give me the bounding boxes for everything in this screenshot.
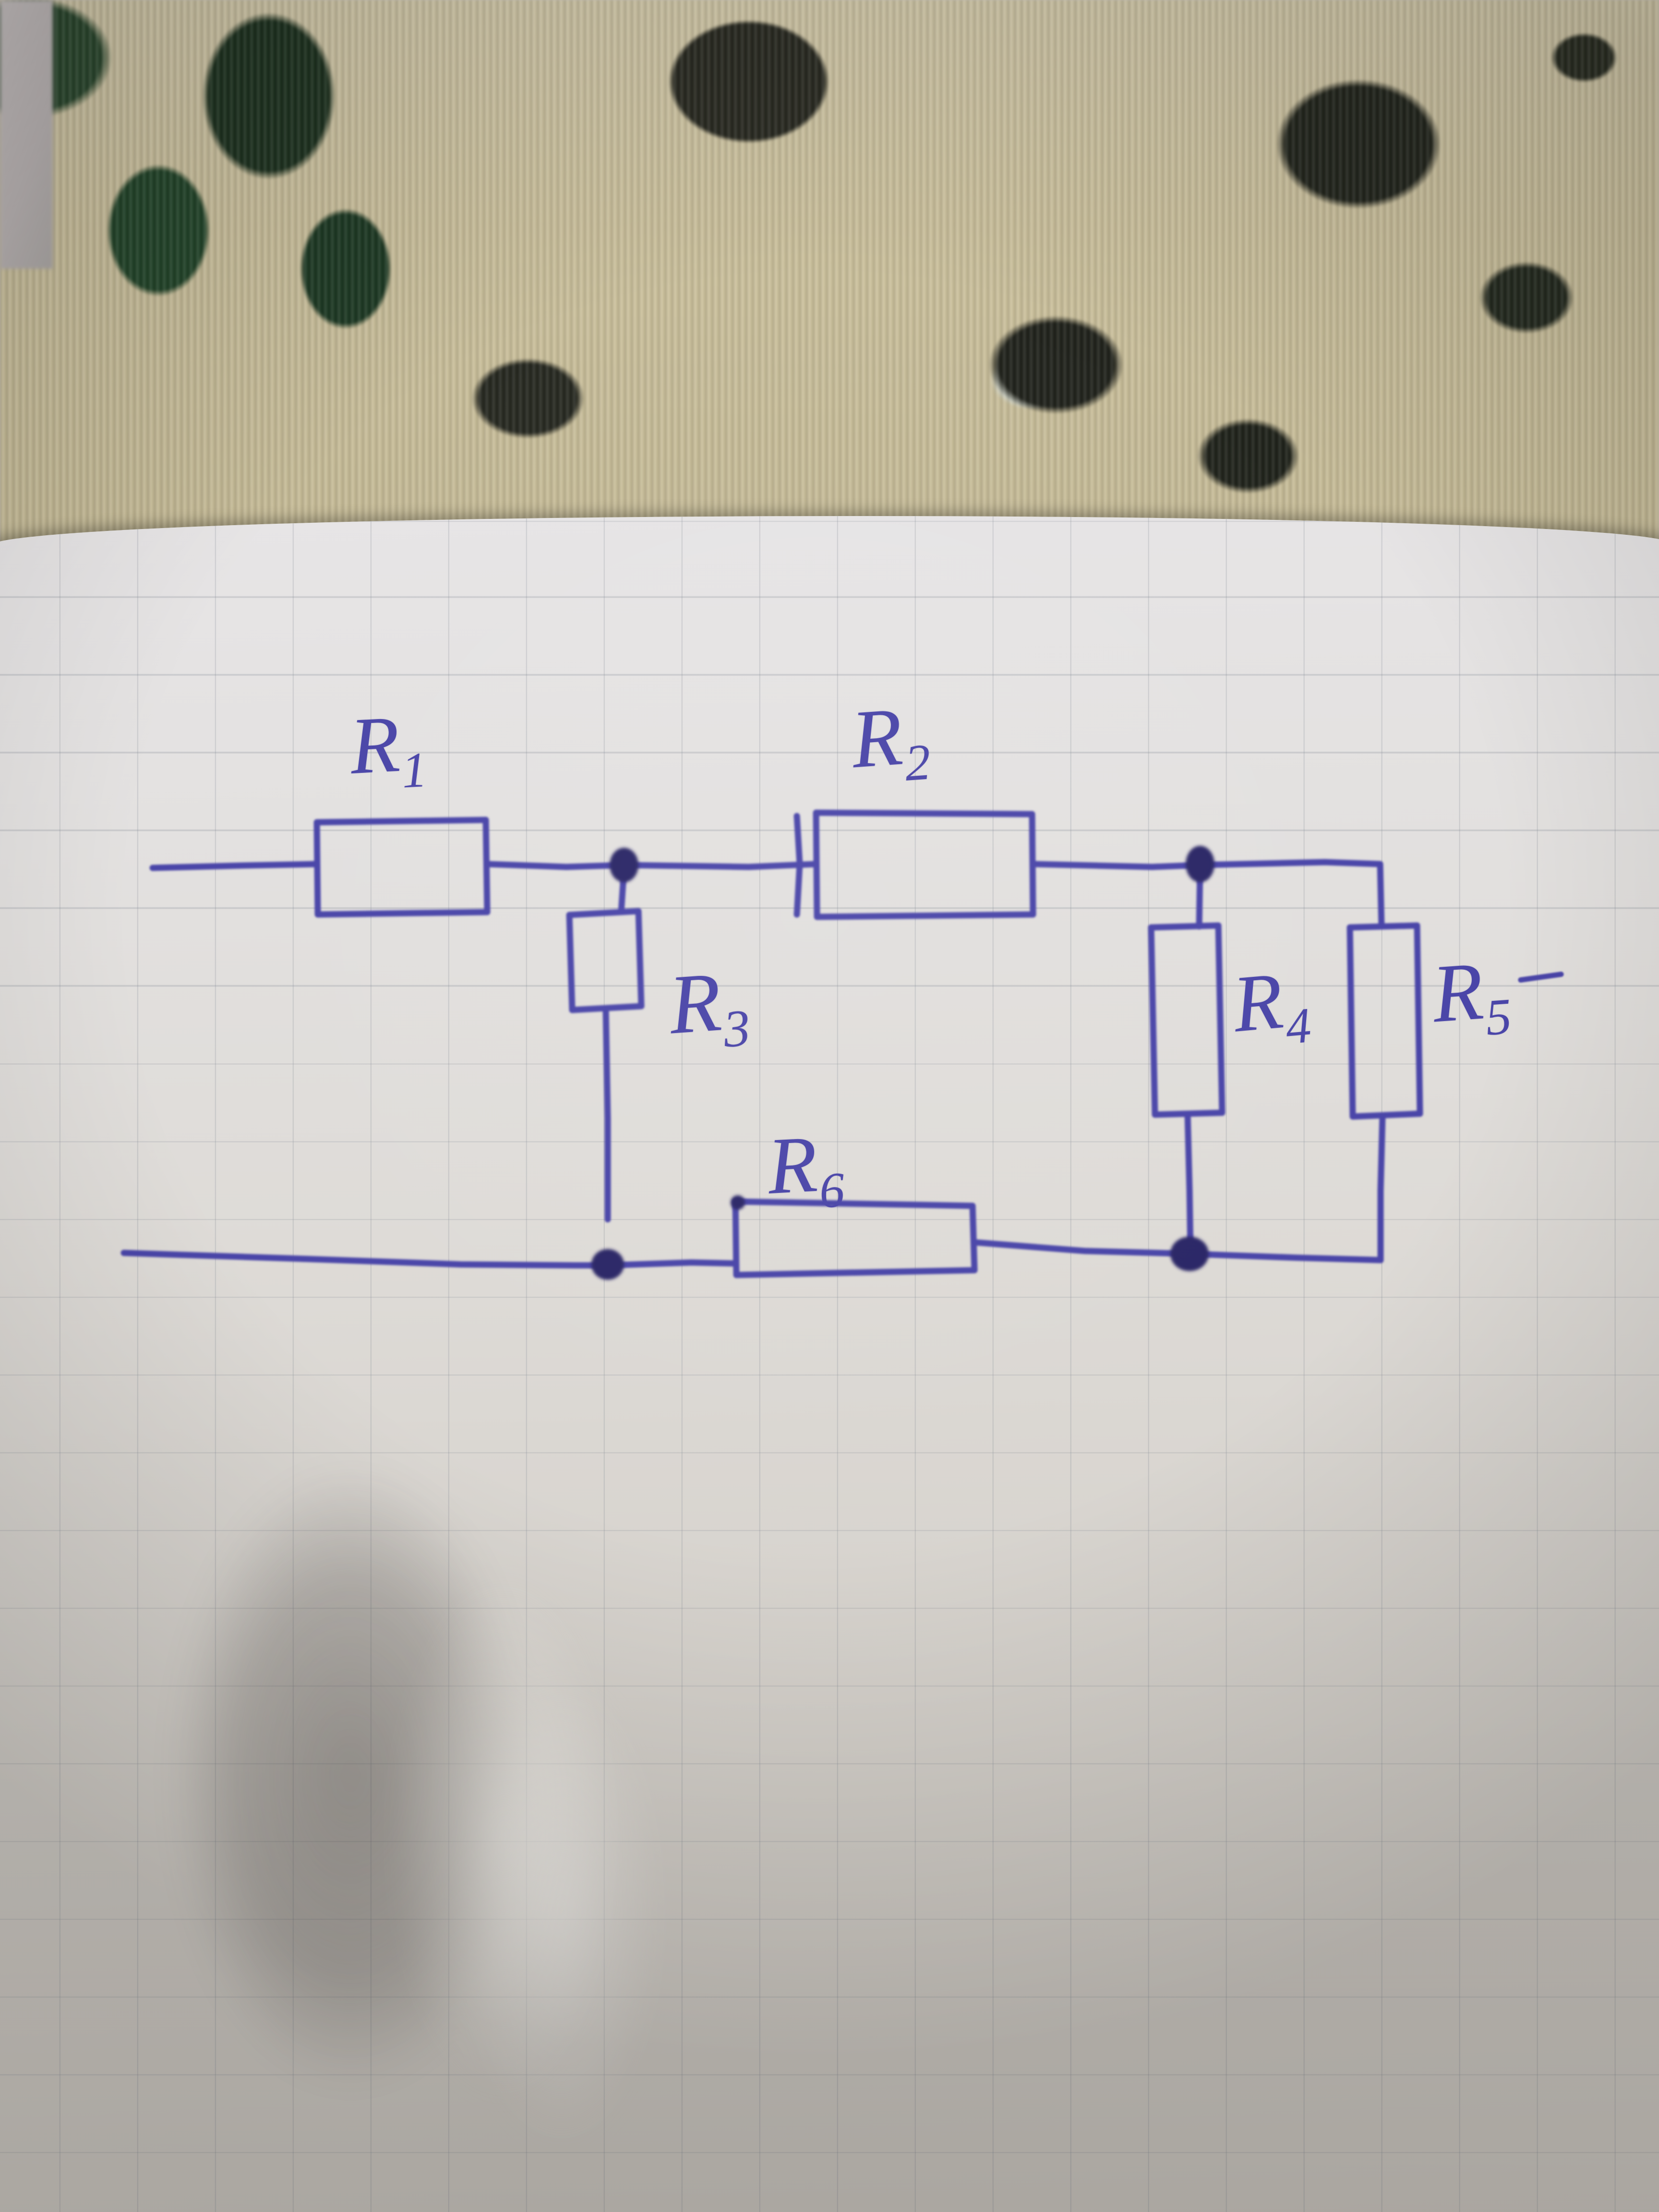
label-R4-sub: 4	[1283, 997, 1313, 1055]
label-R2-sub: 2	[903, 733, 933, 793]
wire-bottom-rail-right	[1187, 1250, 1384, 1263]
label-R6-sub: 6	[817, 1161, 846, 1219]
label-R4: R4	[1229, 952, 1313, 1060]
label-R2: R2	[849, 688, 933, 797]
resistor-R4-body	[1148, 922, 1226, 1118]
wire-R2-to-nodeB	[1030, 861, 1203, 870]
label-R1-sub: 1	[400, 741, 429, 799]
wire-R6-to-nodeD	[971, 1239, 1194, 1257]
wire-left-terminal-bottom	[120, 1250, 611, 1269]
resistor-R2-body	[813, 809, 1036, 920]
label-R1: R1	[348, 697, 429, 802]
label-R1-base: R	[348, 699, 402, 791]
wire-nodeB-to-R5-top	[1197, 859, 1385, 930]
wire-R1-to-nodeA	[484, 861, 627, 870]
label-R3: R3	[666, 952, 752, 1064]
label-R4-base: R	[1229, 956, 1286, 1049]
carpet-background	[0, 0, 1659, 566]
label-R3-base: R	[666, 955, 724, 1052]
node-B-dot	[1186, 846, 1214, 882]
label-R3-sub: 3	[721, 998, 752, 1059]
label-R5-sub: 5	[1484, 988, 1514, 1047]
wire-nodeC-to-R6	[604, 1259, 738, 1269]
junction-dots	[591, 846, 1214, 1280]
resistor-R5-body	[1346, 922, 1423, 1120]
node-A-dot	[610, 848, 638, 882]
resistor-R6-body	[732, 1198, 978, 1278]
wire-R5-to-bottom	[1377, 1113, 1386, 1263]
node-D-dot	[1170, 1237, 1209, 1271]
label-R5-base: R	[1429, 945, 1486, 1040]
wire-left-terminal-top	[149, 861, 320, 871]
wall-edge	[0, 0, 53, 269]
node-R6-left-dot	[731, 1195, 745, 1210]
wire-R3-to-nodeC	[602, 1007, 611, 1223]
resistor-R2-left-cap	[793, 813, 803, 918]
resistor-R3-body	[566, 908, 645, 1013]
wire-R4-to-bottom	[1184, 1111, 1194, 1256]
label-R2-base: R	[848, 691, 905, 786]
node-C-dot	[591, 1249, 624, 1280]
label-R6: R6	[766, 1117, 846, 1222]
wire-nodeA-to-R2	[621, 861, 819, 870]
resistor-R1-body	[313, 817, 491, 918]
label-R5: R5	[1430, 942, 1514, 1052]
label-R6-base: R	[765, 1119, 819, 1211]
